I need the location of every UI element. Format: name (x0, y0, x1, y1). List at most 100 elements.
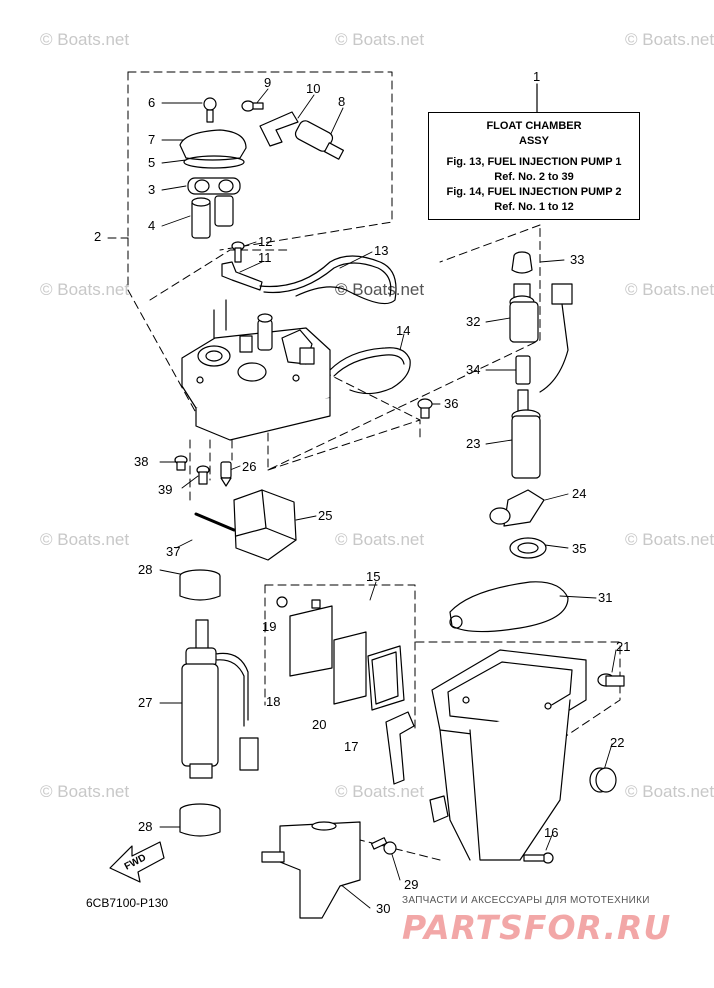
diagram-code: 6CB7100-P130 (86, 896, 169, 910)
bracket-35-icon (509, 537, 547, 559)
callout-24: 24 (572, 486, 587, 501)
clamp-3-icon (187, 177, 241, 195)
grommet-33-icon (511, 251, 533, 274)
plate-20-icon (333, 631, 367, 705)
callout-20: 20 (312, 717, 327, 732)
callout-22: 22 (610, 735, 625, 750)
dashed-group-outline (107, 71, 621, 861)
bracket-10-icon (259, 111, 299, 147)
callout-1: 1 (533, 69, 541, 84)
watermark: © Boats.net (40, 530, 130, 549)
callout-16: 16 (544, 825, 559, 840)
screw-9-icon (241, 100, 264, 112)
pump-body-icon (181, 299, 331, 441)
callout-13: 13 (374, 243, 389, 258)
reference-fig-14: Fig. 14, FUEL INJECTION PUMP 2 (446, 186, 622, 198)
callout-38: 38 (134, 454, 149, 469)
watermark: © Boats.net (40, 30, 130, 49)
fwd-arrow-icon (109, 841, 165, 883)
callout-14: 14 (396, 323, 411, 338)
bracket-icon (385, 711, 415, 785)
callout-30: 30 (376, 901, 391, 916)
float-chamber-icon (429, 649, 587, 861)
watermark: © Boats.net (40, 280, 130, 299)
cover-7-icon (179, 129, 247, 161)
watermark: © Boats.net (40, 782, 130, 801)
hose-fitting-11-icon (221, 261, 263, 291)
callout-34: 34 (466, 362, 481, 377)
callout-2: 2 (94, 229, 102, 244)
screw-36-icon (417, 398, 433, 419)
gasket-31-icon (449, 581, 569, 633)
callout-36: 36 (444, 396, 459, 411)
seal-ring-28-icon (179, 803, 221, 837)
watermark: © Boats.net (625, 530, 714, 549)
callout-8: 8 (338, 94, 346, 109)
callout-12: 12 (258, 234, 273, 249)
screw-16-icon (523, 852, 554, 864)
callout-32: 32 (466, 314, 481, 329)
watermark: © Boats.net (335, 30, 425, 49)
reference-fig-13: Fig. 13, FUEL INJECTION PUMP 1 (446, 156, 622, 168)
fuel-pump-23-icon (511, 389, 541, 479)
reference-subtitle: ASSY (519, 135, 549, 147)
grommet-22-icon (589, 767, 617, 793)
shop-tagline: ЗАПЧАСТИ И АКСЕССУАРЫ ДЛЯ МОТОТЕХНИКИ (402, 895, 650, 906)
callout-39: 39 (158, 482, 173, 497)
callout-31: 31 (598, 590, 613, 605)
callout-15: 15 (366, 569, 381, 584)
callout-18: 18 (266, 694, 281, 709)
callout-10: 10 (306, 81, 321, 96)
callout-33: 33 (570, 252, 585, 267)
screw-38-icon (174, 455, 188, 471)
screw-19-icon (276, 596, 288, 608)
reference-box: FLOAT CHAMBER ASSY Fig. 13, FUEL INJECTI… (428, 112, 640, 220)
reference-title: FLOAT CHAMBER (486, 120, 582, 132)
callout-3: 3 (148, 182, 156, 197)
filter-24-icon (489, 489, 545, 527)
cover-25-icon (233, 489, 297, 561)
screw-29-icon (370, 837, 397, 855)
fuel-pump-27-icon (181, 619, 259, 779)
watermark: © Boats.net (335, 782, 425, 801)
hose-13-icon (259, 255, 397, 305)
callout-35: 35 (572, 541, 587, 556)
callout-28b: 28 (138, 819, 153, 834)
bolt-6-icon (203, 97, 217, 123)
callout-21: 21 (616, 639, 631, 654)
fitting-26-icon (220, 461, 232, 487)
filter-34-icon (515, 355, 531, 385)
callout-37: 37 (166, 544, 181, 559)
callout-19: 19 (262, 619, 277, 634)
regulator-32-icon (509, 283, 573, 393)
callout-9: 9 (264, 75, 272, 90)
watermark: © Boats.net (335, 280, 425, 299)
shop-logo: PARTSFOR.RU (402, 908, 672, 947)
sensor-8-icon (294, 120, 345, 160)
plate-18-icon (289, 599, 333, 677)
screw-12-icon (231, 241, 245, 263)
screw-39-icon (196, 465, 210, 485)
callout-25: 25 (318, 508, 333, 523)
gasket-17-icon (367, 645, 405, 711)
bracket-30-icon (261, 821, 361, 919)
seal-ring-28-icon (179, 569, 221, 601)
callout-26: 26 (242, 459, 257, 474)
callout-29: 29 (404, 877, 419, 892)
callout-27: 27 (138, 695, 153, 710)
watermark: © Boats.net (335, 530, 425, 549)
watermark: © Boats.net (625, 782, 714, 801)
callout-23: 23 (466, 436, 481, 451)
callout-5: 5 (148, 155, 156, 170)
callout-17: 17 (344, 739, 359, 754)
hose-14-icon (329, 347, 411, 395)
watermark: © Boats.net (625, 280, 714, 299)
gasket-5-icon (183, 155, 245, 169)
callout-7: 7 (148, 132, 156, 147)
reference-ref-14: Ref. No. 1 to 12 (494, 201, 574, 213)
callout-6: 6 (148, 95, 156, 110)
callout-11: 11 (258, 250, 272, 265)
leader-lines (159, 88, 617, 909)
fitting-21-icon (597, 673, 625, 687)
